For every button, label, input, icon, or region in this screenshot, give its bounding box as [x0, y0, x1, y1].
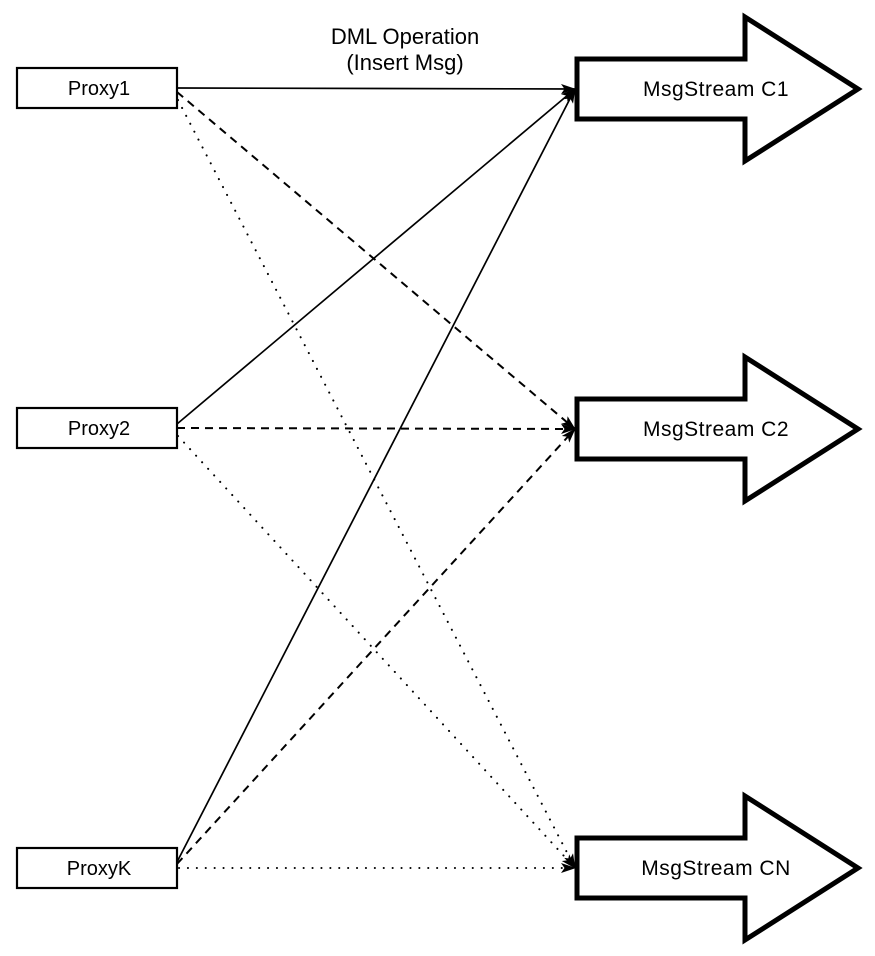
diagram-title-line2: (Insert Msg): [346, 50, 463, 75]
msgstream-c1-arrow-icon: [574, 12, 863, 166]
msgstream-cn-arrow-icon: [574, 791, 863, 945]
edge-proxyk-c2: [176, 428, 576, 865]
edge-proxy1-cn: [177, 99, 576, 869]
proxy2-node: Proxy2: [15, 406, 179, 450]
proxy1-node: Proxy1: [15, 66, 179, 110]
proxyk-node: ProxyK: [15, 846, 179, 890]
edge-proxy2-c2: [176, 423, 576, 434]
msgstream-c1-node: MsgStream C1: [574, 12, 863, 166]
edge-proxy1-c1: [176, 83, 576, 94]
msgstream-c2-arrow-icon: [574, 352, 863, 506]
proxy2-box: [15, 406, 179, 450]
diagram-title-line1: DML Operation: [331, 24, 479, 49]
edge-proxy2-cn: [177, 435, 576, 869]
proxyk-label: ProxyK: [67, 858, 132, 880]
msgstream-cn-node: MsgStream CN: [574, 791, 863, 945]
proxyk-box: [15, 846, 179, 890]
proxy2-label: Proxy2: [68, 418, 130, 440]
edge-proxy2-c1: [176, 88, 576, 425]
proxy1-label: Proxy1: [68, 78, 130, 100]
msgstream-c2-label: MsgStream C2: [643, 418, 789, 441]
edge-proxy1-c2: [176, 91, 576, 430]
msgstream-cn-label: MsgStream CN: [641, 857, 791, 880]
msgstream-c2-node: MsgStream C2: [574, 352, 863, 506]
edge-proxyk-c1: [176, 88, 576, 863]
msgstream-c1-label: MsgStream C1: [643, 78, 789, 101]
proxy1-box: [15, 66, 179, 110]
